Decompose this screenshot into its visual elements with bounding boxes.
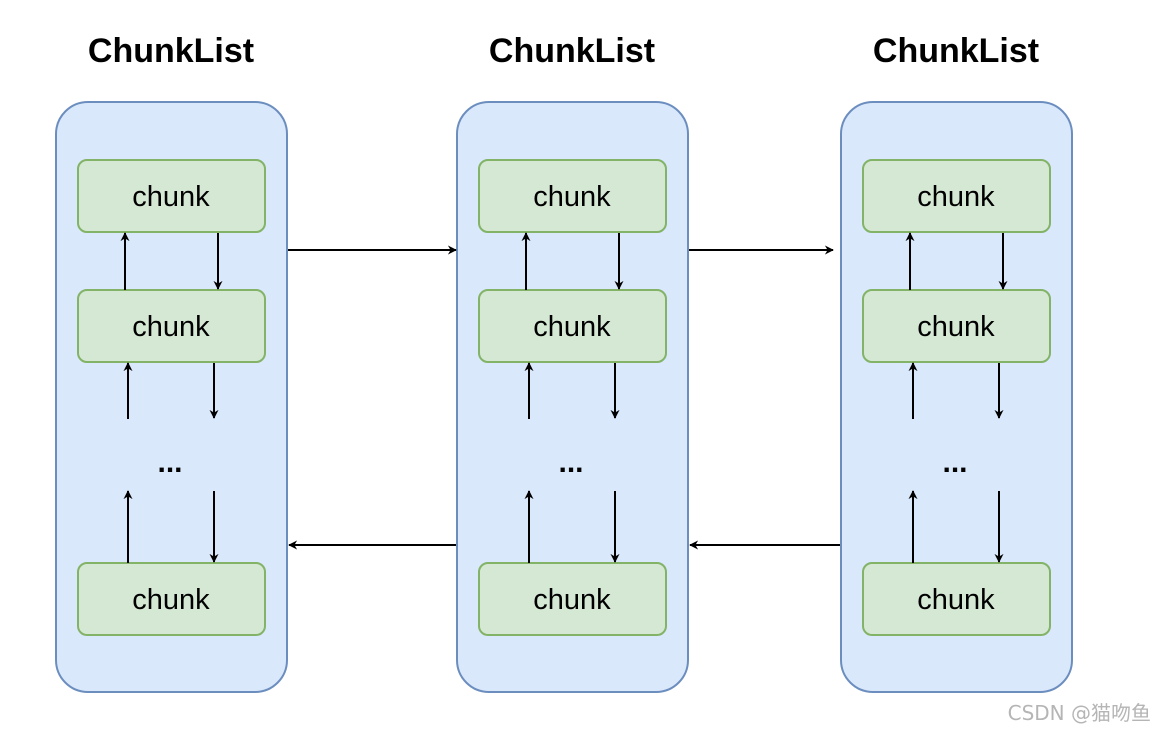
chunk-label: chunk [533,181,611,213]
chunk-label: chunk [533,311,611,343]
chunk-box [77,159,266,233]
chunk-list-title: ChunkList [88,32,254,70]
chunk-node: chunk [862,289,1051,363]
chunk-node: chunk [478,289,667,363]
chunk-label: chunk [917,311,995,343]
chunk-box [862,289,1051,363]
chunk-label: chunk [132,311,210,343]
chunk-label: chunk [132,584,210,616]
chunk-box [77,562,266,636]
chunk-list-container [456,101,689,693]
chunk-node: chunk [77,289,266,363]
chunk-list-container [840,101,1073,693]
chunk-box [478,159,667,233]
chunk-list-2: ChunkList chunk chunk chunk ... [456,32,689,693]
chunk-list-title: ChunkList [489,32,655,70]
chunk-label: chunk [917,181,995,213]
chunk-node: chunk [862,159,1051,233]
chunk-list-3: ChunkList chunk chunk chunk ... [840,32,1073,693]
chunk-box [862,159,1051,233]
watermark-text: CSDN @猫吻鱼 [1008,701,1151,725]
ellipsis-marker: ... [942,446,967,479]
chunk-label: chunk [917,584,995,616]
chunk-box [478,562,667,636]
chunk-node: chunk [77,562,266,636]
ellipsis-marker: ... [157,446,182,479]
chunk-list-container [55,101,288,693]
ellipsis-marker: ... [558,446,583,479]
chunk-label: chunk [533,584,611,616]
chunk-node: chunk [478,159,667,233]
chunk-node: chunk [77,159,266,233]
chunk-box [862,562,1051,636]
chunk-label: chunk [132,181,210,213]
chunk-box [77,289,266,363]
chunk-list-1: ChunkList chunk chunk chunk ... [55,32,288,693]
chunk-list-title: ChunkList [873,32,1039,70]
chunk-box [478,289,667,363]
chunk-node: chunk [478,562,667,636]
chunk-node: chunk [862,562,1051,636]
